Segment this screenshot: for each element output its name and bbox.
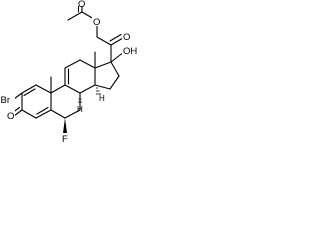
bond-c11-c12 <box>64 59 81 69</box>
bond-c17-oh <box>110 51 125 63</box>
bond-c6-c7 <box>64 109 81 119</box>
atom-o3: O <box>7 111 14 122</box>
atom-o-ester: O <box>93 17 100 28</box>
bond-c6-f-wedge <box>63 118 67 133</box>
atom-oh: OH <box>123 46 137 57</box>
bond-c3-o <box>13 109 23 117</box>
bond-c16-c15 <box>109 75 120 90</box>
bond-c12-c13 <box>79 59 96 69</box>
bond-c20-o-double <box>109 33 122 42</box>
bond-c4-c5-double <box>36 106 49 115</box>
bond-c10-c1 <box>35 84 52 94</box>
bond-c14-c8 <box>79 84 96 94</box>
atom-h-c8: H <box>77 105 83 114</box>
atom-f: F <box>62 134 68 145</box>
bond-c8-c9 <box>64 84 81 94</box>
atom-h-c14: H <box>99 94 105 103</box>
bond-c20-c21 <box>96 36 112 46</box>
bond-c13-c17 <box>94 61 112 69</box>
bond-c1-c2-double <box>23 88 36 97</box>
atom-br: Br <box>1 95 11 106</box>
bond-c14-h-hash <box>96 87 101 95</box>
bond-c8-h-hash <box>78 98 82 103</box>
bond-c20-o <box>110 37 124 46</box>
bond-c15-c14 <box>94 84 111 90</box>
bond-c9-c10 <box>50 84 66 94</box>
bond-cacyl-ch3 <box>67 11 83 21</box>
bond-c1-c2 <box>21 84 37 94</box>
structure-diagram: Br O F O O O OH H H H <box>0 0 139 145</box>
bond-c2-br <box>13 92 23 100</box>
bond-c5-c6 <box>50 109 66 119</box>
atom-o-acetyl: O <box>78 0 85 10</box>
atom-o-ketone: O <box>123 32 130 43</box>
bond-c17-c16 <box>110 61 120 77</box>
bond-c3-c4 <box>21 109 37 119</box>
bond-c4-c5 <box>35 109 52 119</box>
